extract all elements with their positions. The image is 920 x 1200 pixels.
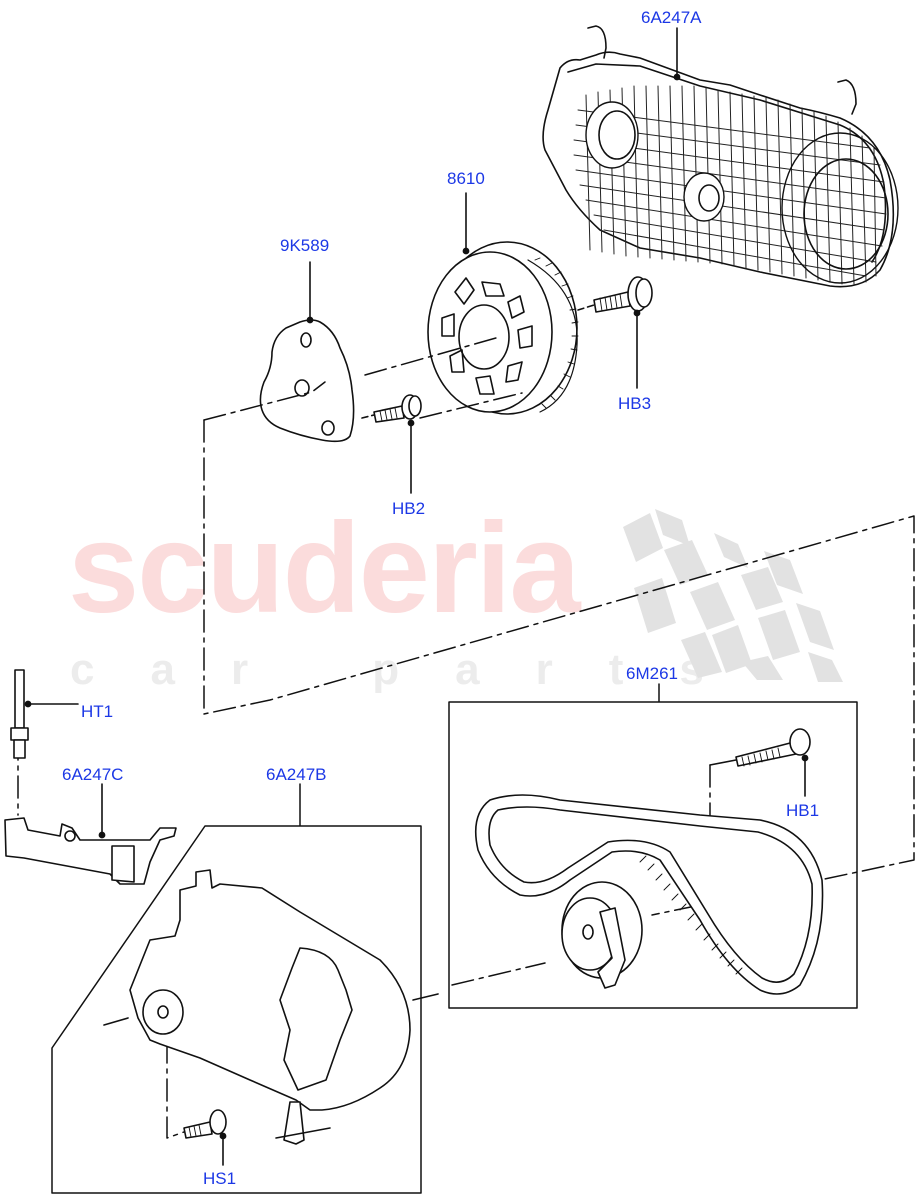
- callout-HB1[interactable]: HB1: [786, 801, 820, 820]
- callout-6A247A[interactable]: 6A247A: [641, 8, 702, 27]
- part-HB3-bolt: [577, 276, 653, 389]
- watermark-scuderia: scuderia: [68, 497, 580, 640]
- part-6A247B-cover: [103, 869, 439, 1145]
- callout-6M261[interactable]: 6M261: [626, 664, 678, 683]
- part-6A247B-frame: [51, 783, 422, 1194]
- callout-6A247B[interactable]: 6A247B: [266, 765, 327, 784]
- callout-HT1[interactable]: HT1: [81, 702, 114, 721]
- part-9K589-plate: [259, 261, 355, 443]
- callout-HB2[interactable]: HB2: [392, 499, 426, 518]
- part-8610-pulley: [427, 192, 579, 415]
- callout-HS1[interactable]: HS1: [203, 1169, 237, 1188]
- part-HS1-screw: [183, 1109, 227, 1166]
- part-6M261-belt: [474, 794, 824, 995]
- part-HB1-bolt: [709, 728, 811, 797]
- part-6M261-frame: [448, 683, 858, 1009]
- part-6A247C-bracket: [4, 783, 177, 885]
- part-HT1-stud: [10, 669, 79, 759]
- callout-6A247C[interactable]: 6A247C: [62, 765, 124, 784]
- callout-9K589[interactable]: 9K589: [280, 236, 330, 255]
- callout-HB3[interactable]: HB3: [618, 394, 652, 413]
- part-HB2-bolt: [361, 394, 422, 494]
- callout-8610[interactable]: 8610: [447, 169, 485, 188]
- part-6A247A-cover: [542, 25, 899, 288]
